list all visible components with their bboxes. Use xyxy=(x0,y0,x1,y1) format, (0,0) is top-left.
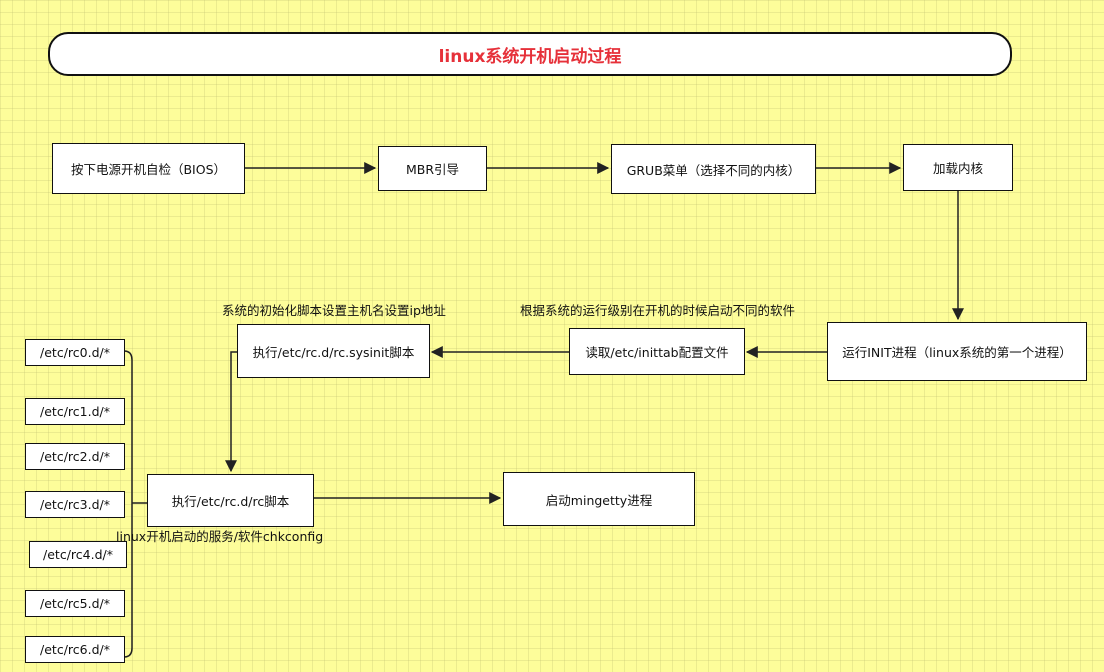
node-exec-rc: 执行/etc/rc.d/rc脚本 xyxy=(147,474,314,527)
inittab-note: 根据系统的运行级别在开机的时候启动不同的软件 xyxy=(520,303,796,318)
node-exec-sysinit: 执行/etc/rc.d/rc.sysinit脚本 xyxy=(237,324,430,378)
arrow-sysinit-to-rc xyxy=(225,351,238,473)
rc-note: linux开机启动的服务/软件chkconfig xyxy=(116,529,324,544)
rc-dir-item: /etc/rc6.d/* xyxy=(25,636,125,663)
node-power-on: 按下电源开机自检（BIOS） xyxy=(52,143,245,194)
node-read-inittab: 读取/etc/inittab配置文件 xyxy=(569,328,745,375)
node-start-mingetty: 启动mingetty进程 xyxy=(503,472,695,526)
rc-dir-item: /etc/rc1.d/* xyxy=(25,398,125,425)
rc-dir-item: /etc/rc3.d/* xyxy=(25,491,125,518)
brace-rc-dirs xyxy=(123,350,133,658)
sysinit-note: 系统的初始化脚本设置主机名设置ip地址 xyxy=(222,303,446,318)
diagram-title: linux系统开机启动过程 xyxy=(48,32,1012,76)
node-grub: GRUB菜单（选择不同的内核） xyxy=(611,144,816,194)
node-mbr: MBR引导 xyxy=(378,146,487,191)
rc-dir-item: /etc/rc0.d/* xyxy=(25,339,125,366)
node-run-init: 运行INIT进程（linux系统的第一个进程） xyxy=(827,322,1087,381)
rc-dir-item: /etc/rc4.d/* xyxy=(29,541,127,568)
rc-dir-item: /etc/rc2.d/* xyxy=(25,443,125,470)
rc-dir-item: /etc/rc5.d/* xyxy=(25,590,125,617)
node-load-kernel: 加载内核 xyxy=(903,144,1013,191)
